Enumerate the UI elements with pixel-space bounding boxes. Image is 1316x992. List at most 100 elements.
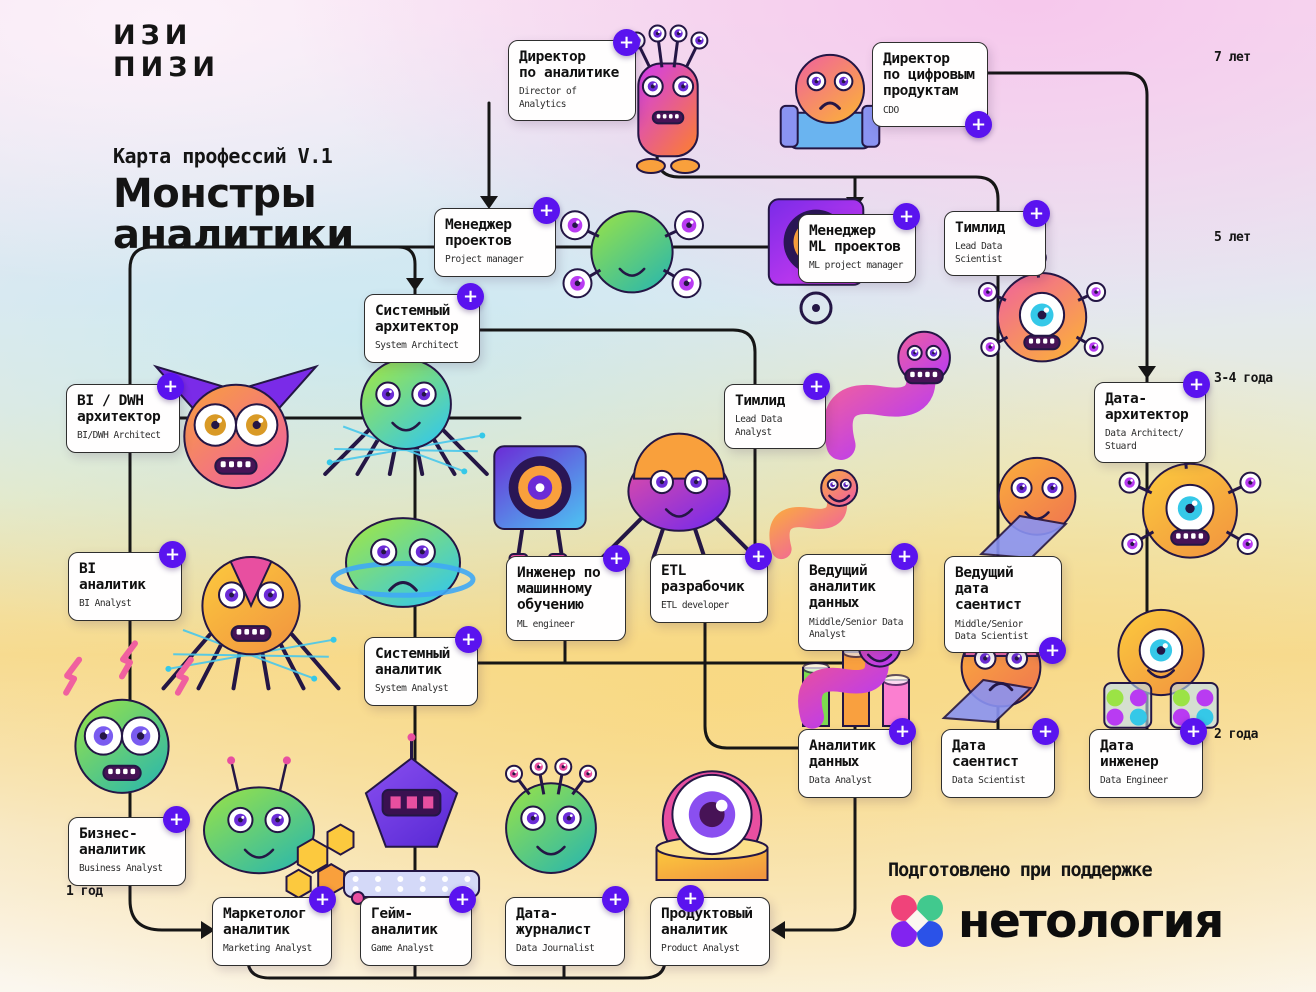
plus-button[interactable]: +	[309, 886, 336, 913]
map-subtitle: Карта профессий V.1	[113, 143, 333, 168]
bi-dwh-architect-monster	[152, 364, 320, 490]
plus-button[interactable]: +	[1180, 718, 1207, 745]
card-subtitle: ML project manager	[809, 260, 903, 272]
plus-button[interactable]: +	[803, 373, 830, 400]
card-subtitle: Data Scientist	[952, 775, 1026, 787]
card-subtitle: Director of Analytics	[519, 86, 577, 110]
plus-icon: +	[607, 888, 624, 910]
plus-button[interactable]: +	[893, 203, 920, 230]
card-title: Тимлид	[735, 393, 785, 409]
plus-button[interactable]: +	[457, 283, 484, 310]
plus-button[interactable]: +	[533, 197, 560, 224]
plus-button[interactable]: +	[1032, 718, 1059, 745]
plus-icon: +	[162, 375, 179, 397]
card-title: Продуктовый аналитик	[661, 906, 753, 939]
senior-data-scientist-monster	[979, 456, 1077, 560]
plus-button[interactable]: +	[745, 543, 772, 570]
plus-button[interactable]: +	[965, 111, 992, 139]
timeline-label-5-years: 5 лет	[1214, 230, 1251, 245]
plus-button[interactable]: +	[889, 718, 916, 745]
timeline-label-7-years: 7 лет	[1214, 50, 1251, 65]
card-title: Дата саентист	[952, 738, 1019, 771]
product-analyst-eye-monster	[655, 770, 769, 881]
etl-developer-beetle-monster	[599, 432, 759, 560]
plus-button[interactable]: +	[163, 806, 190, 833]
card-title: Системный аналитик	[375, 646, 450, 679]
card-subtitle: Lead Data Scientist	[955, 241, 1002, 265]
card-subtitle: BI/DWH Architect	[77, 430, 161, 442]
plus-button[interactable]: +	[603, 545, 630, 572]
plus-icon: +	[1185, 720, 1202, 742]
timeline-label-2-years: 2 года	[1214, 727, 1258, 742]
card-ml-project-manager[interactable]: Менеджер ML проектов ML project manager +	[798, 203, 920, 283]
plus-button[interactable]: +	[1023, 200, 1050, 227]
card-title: Гейм- аналитик	[371, 906, 438, 939]
card-title: Ведущий аналитик данных	[809, 563, 876, 612]
plus-icon: +	[896, 545, 913, 567]
data-architect-octopus-monster	[1118, 433, 1262, 559]
supported-by-text: Подготовлено при поддержке	[888, 860, 1153, 881]
plus-button[interactable]: +	[449, 886, 476, 913]
plus-button[interactable]: +	[891, 543, 918, 570]
timeline-label-1-year: 1 год	[66, 884, 103, 899]
plus-button[interactable]: +	[159, 541, 186, 568]
header: ИЗИ ПИЗИ Карта профессий V.1 Монстры ана…	[113, 20, 354, 255]
plus-icon: +	[1037, 720, 1054, 742]
plus-icon: +	[608, 547, 625, 569]
plus-button[interactable]: +	[1039, 637, 1066, 665]
plus-icon: +	[750, 545, 767, 567]
plus-icon: +	[462, 285, 479, 307]
card-title: Инженер по машинному обучению	[517, 565, 601, 614]
plus-icon: +	[970, 113, 987, 135]
card-title: Аналитик данных	[809, 738, 876, 771]
plus-button[interactable]: +	[602, 886, 629, 913]
plus-icon: +	[1044, 639, 1061, 661]
card-title: ETL разрабочик	[661, 563, 745, 596]
data-journalist-stalks-monster	[505, 757, 597, 874]
system-architect-spider-monster	[323, 358, 489, 476]
timeline-label-3-4-years: 3-4 года	[1214, 371, 1273, 386]
plus-button[interactable]: +	[677, 885, 704, 912]
card-subtitle: Business Analyst	[79, 863, 163, 875]
card-subtitle: System Architect	[375, 340, 459, 352]
lead-data-analyst-worm-monster	[823, 330, 951, 460]
plus-button[interactable]: +	[455, 626, 482, 653]
senior-data-analyst-worms-monster	[769, 469, 859, 560]
marketing-analyst-fly-monster	[203, 756, 355, 899]
plus-button[interactable]: +	[157, 373, 184, 400]
card-subtitle: Middle/Senior Data Analyst	[809, 616, 903, 641]
card-subtitle: System Analyst	[375, 683, 449, 695]
netology-logo-icon	[891, 895, 943, 947]
plus-button[interactable]: +	[613, 29, 640, 56]
card-subtitle: Data Engineer	[1100, 775, 1168, 787]
plus-button[interactable]: +	[1183, 371, 1210, 398]
cdo-bighead-monster	[779, 53, 881, 150]
card-subtitle: Lead Data Analyst	[735, 414, 782, 438]
card-subtitle: ETL developer	[661, 600, 729, 612]
data-engineer-cyclops-monster	[1103, 608, 1219, 729]
card-title: Системный архитектор	[375, 303, 459, 336]
card-title: Менеджер ML проектов	[809, 223, 901, 256]
